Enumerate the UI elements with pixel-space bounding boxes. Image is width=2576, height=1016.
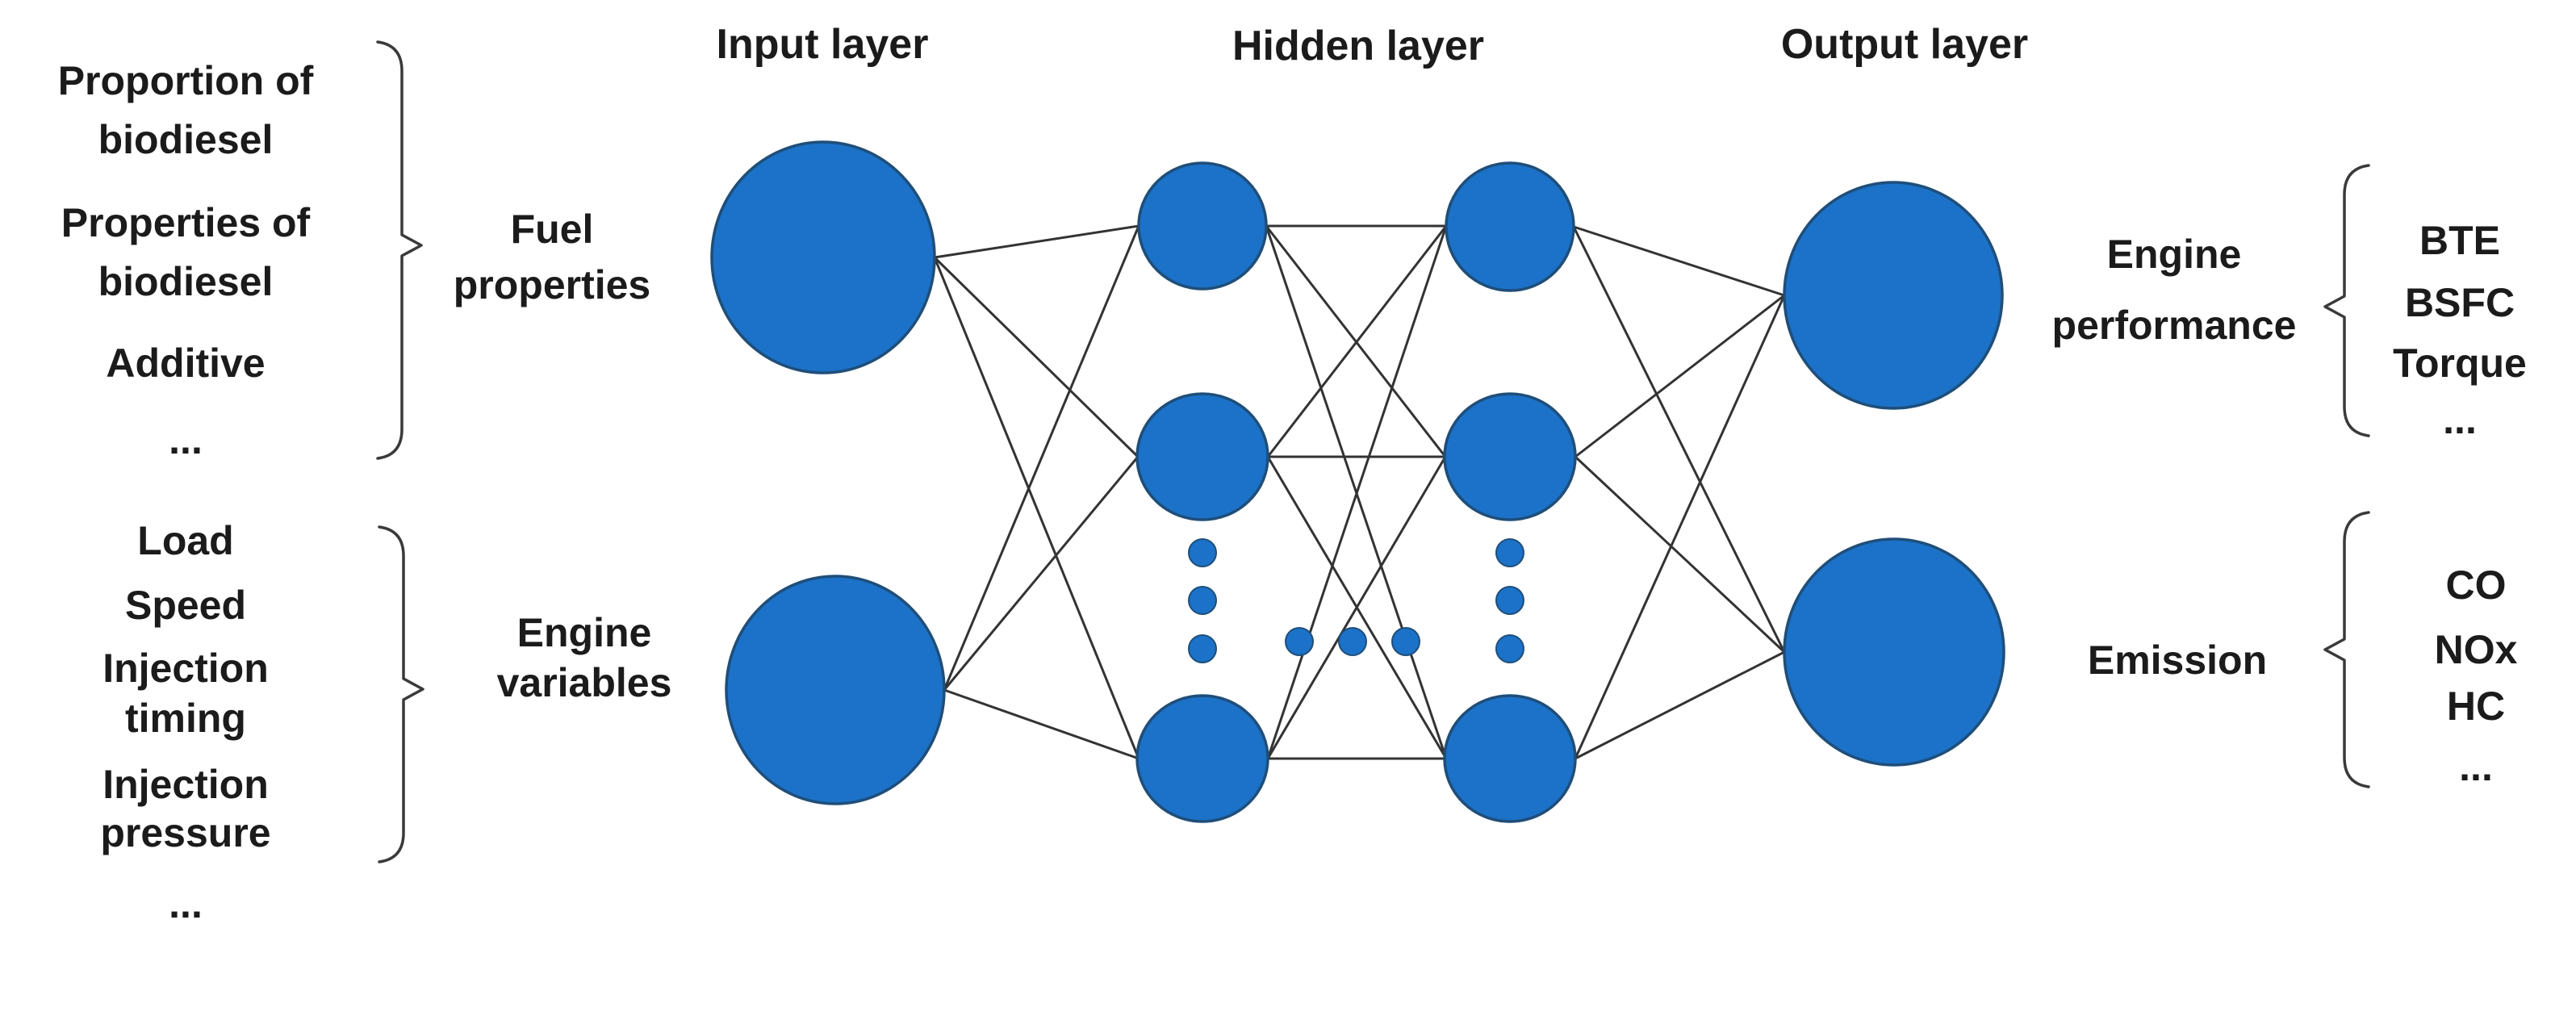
connection-line [1266,225,1448,759]
fuel-properties-label-line: properties [454,262,651,307]
emission-outputs-list-line: CO [2446,562,2507,608]
performance-outputs-list-line: BSFC [2405,280,2515,325]
hidden1-vertical-dots-dot [1188,634,1217,663]
connection-line [943,225,1140,691]
hidden1-middle-node [1135,392,1269,521]
fuel-inputs-list-line: biodiesel [98,259,274,304]
connection-line [933,257,1140,759]
connection-line [1574,650,1785,760]
input-node-fuel-properties [710,140,936,374]
neuron-nodes-layer [710,140,2005,823]
engine-performance-label-line: performance [2052,303,2297,348]
input-layer-title: Input layer [717,21,929,68]
connection-line [1266,456,1447,759]
performance-outputs-list-line: Torque [2393,341,2527,386]
output-node-emission [1783,537,2005,767]
fuel-properties-label-line: Fuel [511,207,594,252]
connection-line [1266,225,1448,458]
fuel-inputs-list-line: Proportion of [58,58,314,103]
performance-outputs-list-line: ... [2443,397,2477,442]
hidden2-top-node [1445,161,1575,292]
hidden-horizontal-dots-dot [1338,627,1367,656]
connection-line [1573,225,1785,297]
output-node-engine-performance [1783,181,2004,410]
engine-inputs-list-line: Speed [125,583,246,628]
hidden-layer-title: Hidden layer [1232,23,1484,69]
engine-inputs-list-line: pressure [100,810,270,855]
engine-inputs-list-line: Load [137,518,233,563]
output-layer-title: Output layer [1781,21,2028,68]
text-layer: Input layer Hidden layer Output layerPropo… [58,21,2527,926]
connection-line [934,224,1140,259]
emission-outputs-list-line: ... [2459,744,2493,789]
engine-variables-label-line: Engine [517,610,652,655]
fuel-inputs-list-line: biodiesel [98,117,274,162]
performance-outputs-bracket [2323,164,2370,437]
fuel-inputs-list-line: Additive [106,341,265,386]
hidden1-vertical-dots-dot [1188,538,1217,567]
hidden2-vertical-dots-dot [1495,538,1524,567]
engine-inputs-list-line: Injection [102,762,269,807]
connection-line [1574,455,1786,654]
connection-line [943,688,1140,760]
engine-inputs-list-line: ... [169,881,203,926]
fuel-inputs-bracket [376,40,423,460]
emission-label-line: Emission [2088,638,2267,683]
engine-performance-label-line: Engine [2107,232,2242,277]
brackets-layer [376,40,2370,863]
connection-line [933,256,1140,458]
fuel-inputs-list-line: ... [169,417,203,462]
performance-outputs-list-line: BTE [2419,218,2500,263]
ellipsis-dots-layer [1188,538,1524,663]
engine-variables-label-line: variables [497,660,672,705]
input-node-engine-variables [725,575,946,805]
connection-line [1574,294,1785,458]
connection-line [1572,226,1786,653]
emission-outputs-bracket [2323,511,2370,788]
hidden1-top-node [1137,161,1268,291]
connection-line [1574,295,1786,759]
hidden2-vertical-dots-dot [1495,586,1524,615]
connection-lines-layer [933,224,1786,760]
fuel-inputs-list-line: Properties of [61,200,311,245]
hidden2-vertical-dots-dot [1495,634,1524,663]
hidden-horizontal-dots-dot [1391,627,1420,656]
engine-inputs-list-line: timing [125,696,246,741]
connection-line [943,456,1140,691]
engine-inputs-list-line: Injection [102,646,269,691]
hidden1-bottom-node [1135,694,1269,823]
hidden2-bottom-node [1443,694,1577,823]
emission-outputs-list-line: NOx [2435,627,2518,672]
hidden1-vertical-dots-dot [1188,586,1217,615]
hidden2-middle-node [1443,392,1577,521]
emission-outputs-list-line: HC [2447,684,2505,729]
hidden-horizontal-dots-dot [1285,627,1314,656]
engine-inputs-bracket [378,525,424,863]
